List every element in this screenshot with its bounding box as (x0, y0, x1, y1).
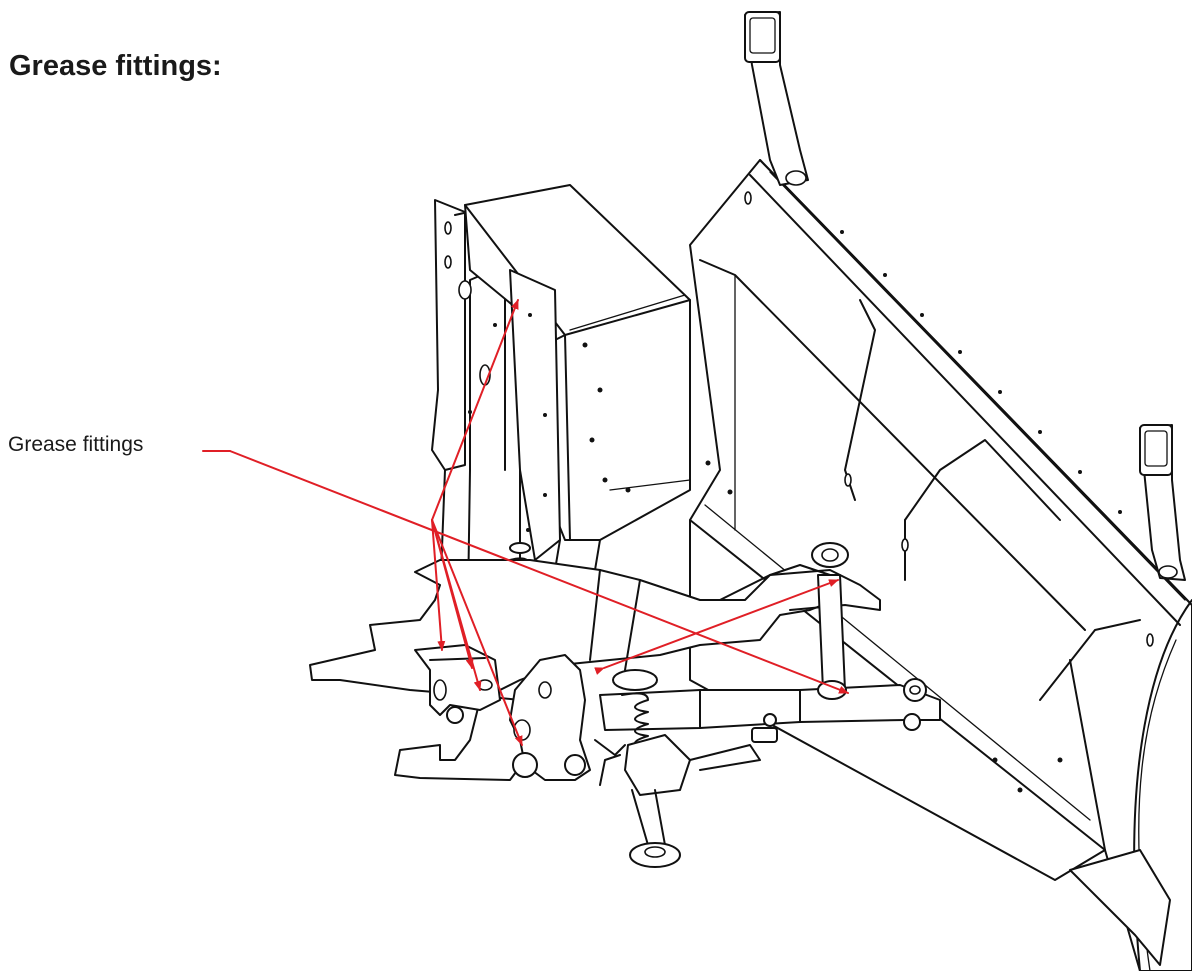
angle-arm (599, 678, 941, 743)
leader-to-hitch-low (431, 519, 482, 691)
blade-guide-marker-right (1139, 424, 1186, 581)
page-title: Grease fittings: (9, 50, 222, 82)
callout-leaders (202, 299, 849, 746)
leader-to-tower-top (431, 299, 519, 521)
callout-label: Grease fittings (8, 433, 144, 456)
leader-to-pivot-bracket (431, 519, 523, 746)
leader-to-hitch-left (431, 519, 446, 651)
jack-stand (599, 669, 761, 868)
blade-guide-marker-left (744, 11, 809, 186)
blade-moldboard (689, 159, 1192, 971)
leader-double-arrow (594, 579, 839, 675)
pivot-bracket (509, 654, 626, 781)
